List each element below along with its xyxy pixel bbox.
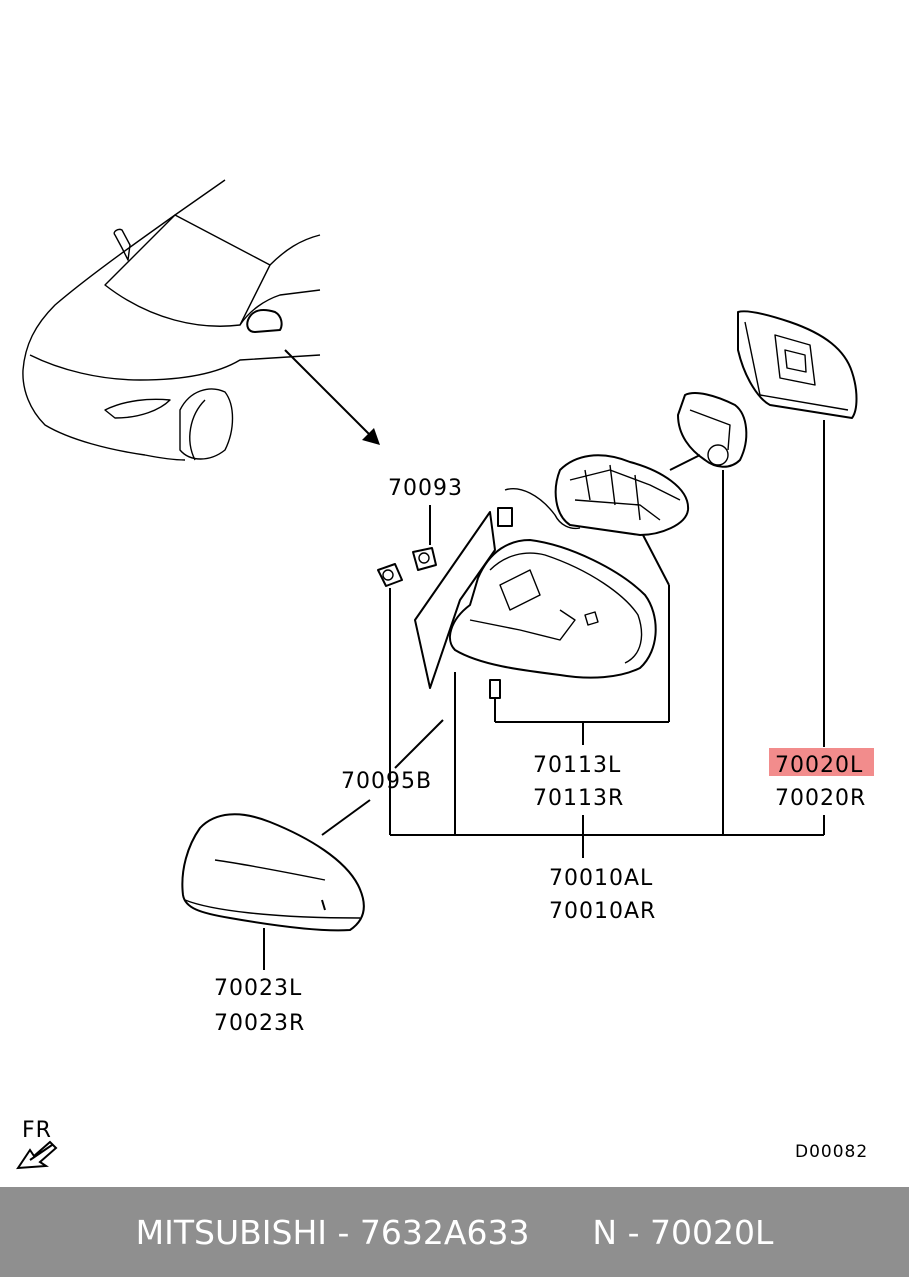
footer-ref: N - 70020L: [592, 1212, 774, 1252]
leader-lines: [263, 420, 825, 970]
label-70113l: 70113L: [533, 753, 621, 778]
label-70023r: 70023R: [214, 1011, 305, 1036]
label-70113r: 70113R: [533, 786, 624, 811]
mirror-housing-assembly: [414, 454, 690, 689]
diagram-code: D00082: [795, 1142, 868, 1162]
label-70023l: 70023L: [214, 976, 302, 1001]
label-70095b: 70095B: [341, 769, 432, 794]
fr-label: FR: [22, 1118, 52, 1143]
front-direction-indicator: FR: [16, 1118, 58, 1170]
fastener-parts: [377, 547, 501, 712]
car-illustration: [22, 179, 321, 461]
label-70010ar: 70010AR: [549, 899, 656, 924]
footer-bar: MITSUBISHI - 7632A633 N - 70020L: [0, 1187, 909, 1277]
mirror-actuator-part: [669, 392, 748, 471]
label-70020r: 70020R: [775, 786, 866, 811]
footer-brand: MITSUBISHI: [135, 1212, 327, 1252]
mirror-glass-part: [737, 310, 858, 419]
parts-diagram: 70093 70095B 70113L 70113R 70020L 70020R…: [16, 179, 874, 1170]
footer-part-number: 7632A633: [359, 1212, 530, 1252]
mirror-cover-part: [181, 813, 365, 932]
label-70093: 70093: [388, 476, 463, 501]
pointer-arrow: [284, 349, 380, 445]
highlight-box: [769, 748, 874, 776]
label-70020l: 70020L: [775, 753, 863, 778]
part-labels: 70093 70095B 70113L 70113R 70020L 70020R…: [214, 476, 874, 1036]
label-70010al: 70010AL: [549, 866, 653, 891]
